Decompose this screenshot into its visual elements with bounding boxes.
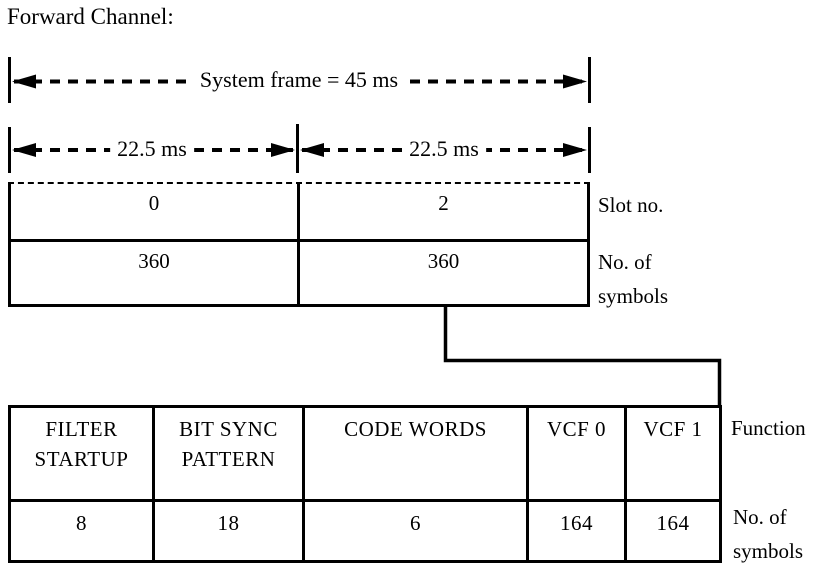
function-cell: VCF 1 xyxy=(627,408,719,502)
function-symbols-cell: 164 xyxy=(656,511,690,535)
slot-symbols-row-label: No. of symbols xyxy=(598,250,669,308)
function-symbols-cell: 6 xyxy=(305,502,529,560)
system-frame-label: System frame = 45 ms xyxy=(192,67,406,93)
function-cell: CODE WORDS xyxy=(305,408,529,502)
function-symbols-cell: 8 xyxy=(11,502,155,560)
function-cell: FILTER STARTUP xyxy=(11,408,155,502)
slot0-duration-label: 22.5 ms xyxy=(110,136,194,162)
slot-number-cell: 0 xyxy=(11,184,300,242)
function-symbols-cell: 18 xyxy=(155,502,305,560)
page-title: Forward Channel: xyxy=(7,4,174,29)
system-frame-arrow xyxy=(8,57,591,103)
slot-symbols-cell: 360 xyxy=(427,249,460,273)
function-cell: VCF 0 xyxy=(529,408,627,502)
expansion-connector xyxy=(443,305,722,405)
slot-row-label: Slot no. xyxy=(598,193,664,217)
slot2-duration-label: 22.5 ms xyxy=(402,136,486,162)
function-symbols-cell: 164 xyxy=(529,502,627,560)
slot0-duration-arrow xyxy=(8,124,299,173)
slot2-duration-arrow xyxy=(300,127,591,173)
slot-table: 0 2 360 360 xyxy=(8,182,590,307)
function-cell: BIT SYNC PATTERN xyxy=(155,408,305,502)
slot-number-cell: 2 xyxy=(300,184,587,242)
slot-symbols-cell: 360 xyxy=(11,242,300,304)
function-symbols-row-label: No. of symbols xyxy=(733,505,804,563)
function-table: FILTER STARTUP BIT SYNC PATTERN CODE WOR… xyxy=(8,405,722,563)
function-row-label: Function xyxy=(731,416,806,440)
